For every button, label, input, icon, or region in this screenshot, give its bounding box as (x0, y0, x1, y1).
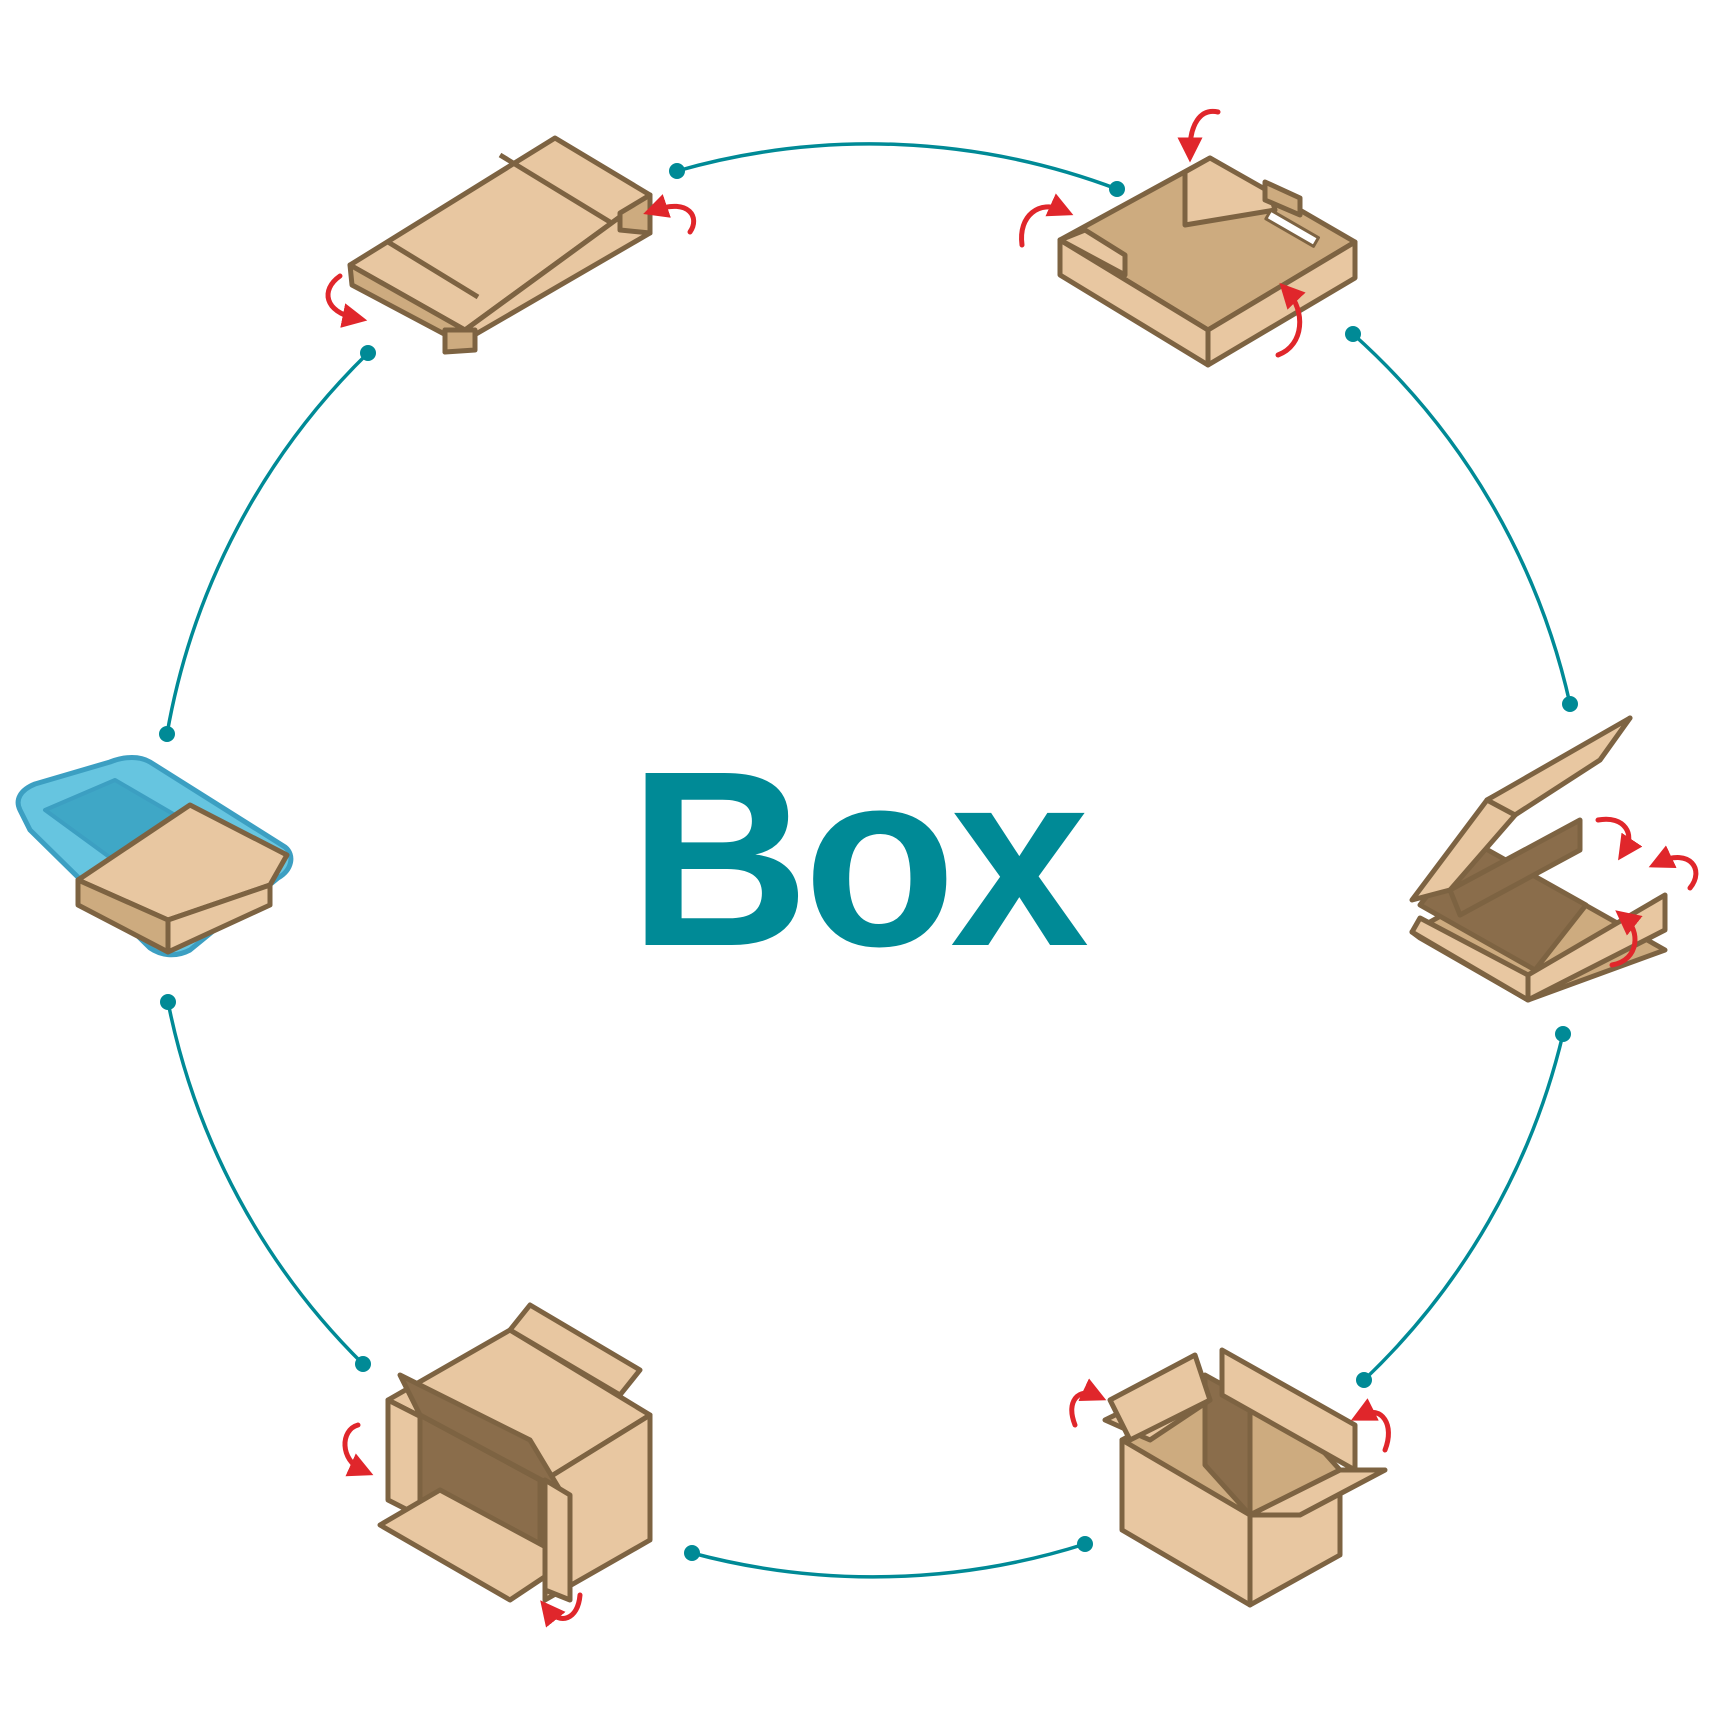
stage-shipping-carton-illustration (1102, 1347, 1388, 1608)
connector-dot (1077, 1536, 1093, 1552)
fold-arrow-icon (1595, 816, 1643, 861)
fold-arrow-icon (342, 1422, 374, 1477)
fold-arrow-icon (1275, 282, 1306, 358)
connector-dot (355, 1356, 371, 1372)
stage-opened-carton-illustration (377, 1302, 653, 1603)
fold-arrow-icon (1350, 1398, 1391, 1453)
fold-arrows (325, 194, 697, 328)
connector-dot (1555, 1026, 1571, 1042)
fold-arrow-icon (540, 1592, 583, 1628)
stage-flat-sleeve-illustration (347, 135, 653, 355)
fold-arrow-icon (1609, 910, 1643, 968)
cycle-connectors (165, 142, 1572, 1579)
fold-arrow-icon (1019, 193, 1074, 248)
fold-arrow-icon (325, 273, 368, 328)
fold-arrows (342, 1422, 583, 1628)
fold-arrow-icon (1177, 108, 1221, 163)
connector-arc (1362, 1032, 1565, 1382)
fold-arrows (1595, 816, 1699, 968)
connector-dot (1562, 696, 1578, 712)
fold-arrow-icon (1648, 845, 1699, 891)
connector-arc (690, 1542, 1087, 1579)
connector-dot (669, 163, 685, 179)
connector-dots (159, 163, 1578, 1561)
connector-dot (684, 1545, 700, 1561)
diagram-title: Box (629, 719, 1088, 998)
connector-dot (1345, 326, 1361, 342)
connector-arc (165, 351, 370, 736)
fold-arrows (1069, 1378, 1391, 1453)
fold-arrow-icon (1069, 1378, 1107, 1428)
connector-dot (159, 726, 175, 742)
connector-dot (360, 345, 376, 361)
fold-arrows (1019, 108, 1306, 358)
stage-food-tray-illustration (15, 755, 294, 958)
stage-open-tray-illustration (1057, 155, 1358, 368)
connector-arc (1351, 332, 1572, 706)
connector-dot (1109, 181, 1125, 197)
connector-dot (160, 994, 176, 1010)
connector-arc (675, 142, 1119, 191)
fold-arrow-icon (643, 194, 697, 235)
connector-dot (1356, 1372, 1372, 1388)
connector-arc (166, 1000, 365, 1366)
